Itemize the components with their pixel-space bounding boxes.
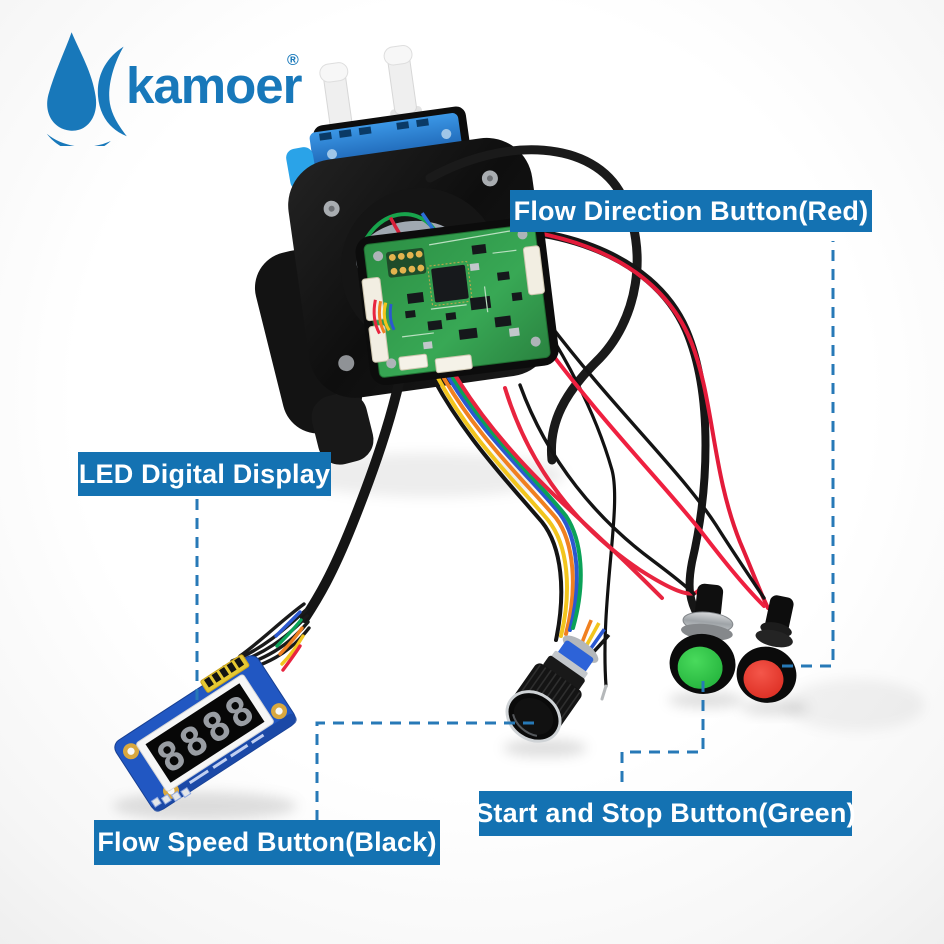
label-flow-speed-button: Flow Speed Button(Black) bbox=[94, 820, 440, 865]
wire-harness bbox=[206, 145, 770, 701]
kamoer-logo: kamoer ® bbox=[34, 24, 314, 146]
control-board bbox=[355, 216, 559, 386]
soft-shadows bbox=[113, 453, 925, 820]
registered-mark: ® bbox=[287, 52, 299, 69]
start-stop-button bbox=[669, 583, 736, 694]
leader-flow-speed bbox=[315, 721, 541, 821]
label-start-stop-button: Start and Stop Button(Green) bbox=[475, 791, 856, 836]
flow-direction-button bbox=[736, 595, 797, 703]
label-flow-direction-button: Flow Direction Button(Red) bbox=[510, 190, 872, 232]
water-drop-icon bbox=[46, 32, 127, 146]
label-led-digital-display: LED Digital Display bbox=[78, 452, 331, 496]
dip-pins bbox=[385, 247, 427, 278]
brand-name: kamoer bbox=[126, 57, 302, 114]
flow-speed-knob bbox=[505, 619, 611, 743]
led-display-module: 8888 bbox=[114, 654, 297, 812]
